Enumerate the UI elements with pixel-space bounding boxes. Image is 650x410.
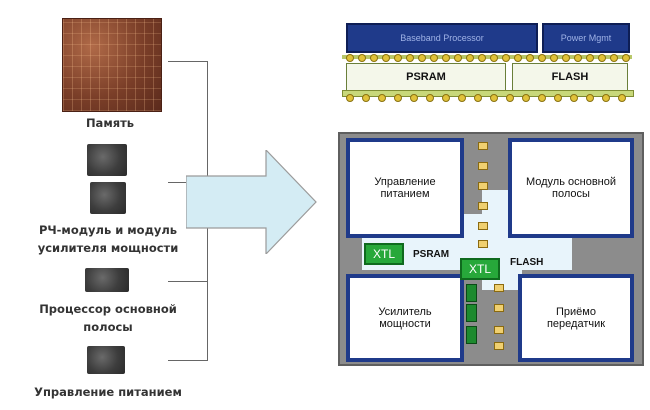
solder-ball — [346, 54, 354, 62]
module-flash-label: FLASH — [510, 257, 544, 268]
rf-caption-line1: РЧ-модуль и модуль — [38, 223, 178, 237]
solder-ball — [526, 54, 534, 62]
solder-ball — [474, 94, 482, 102]
solder-ball — [454, 54, 462, 62]
solder-ball — [562, 54, 570, 62]
baseband-caption-line1: Процессор основной — [39, 302, 177, 316]
solder-ball — [478, 54, 486, 62]
power-amplifier-block: Усилитель мощности — [346, 274, 464, 362]
power-amplifier-line2: мощности — [379, 318, 431, 330]
solder-ball — [506, 94, 514, 102]
solder-ball — [490, 54, 498, 62]
filter-component-1 — [466, 284, 477, 302]
solder-ball — [538, 54, 546, 62]
memory-caption: Память — [85, 116, 135, 130]
solder-ball — [622, 54, 630, 62]
solder-ball — [418, 54, 426, 62]
solder-ball — [394, 94, 402, 102]
solder-ball — [602, 94, 610, 102]
power-management-line2: питанием — [380, 188, 430, 200]
solder-ball — [570, 94, 578, 102]
baseband-caption-line2: полосы — [83, 320, 133, 334]
rf-chip-image-top — [87, 144, 127, 176]
capacitor-component — [494, 342, 504, 350]
memory-die-image — [62, 18, 162, 112]
solder-ball — [430, 54, 438, 62]
solder-ball — [346, 94, 354, 102]
connector-memory — [168, 61, 208, 62]
transceiver-line2: передатчик — [546, 318, 606, 330]
filter-component-3 — [466, 326, 477, 344]
power-mgmt-die: Power Mgmt — [542, 23, 630, 53]
capacitor-component — [478, 142, 488, 150]
power-caption: Управление питанием — [34, 385, 182, 399]
solder-ball — [458, 94, 466, 102]
solder-ball — [362, 94, 370, 102]
baseband-module-line1: Модуль основной — [525, 176, 617, 188]
right-arrow-icon — [186, 150, 317, 254]
solder-ball — [410, 94, 418, 102]
capacitor-component — [478, 162, 488, 170]
solder-ball — [538, 94, 546, 102]
capacitor-component — [478, 222, 488, 230]
solder-ball — [574, 54, 582, 62]
solder-ball — [442, 54, 450, 62]
capacitor-component — [478, 240, 488, 248]
capacitor-component — [478, 182, 488, 190]
baseband-module-block: Модуль основной полосы — [508, 138, 634, 238]
power-mgmt-label: Power Mgmt — [560, 33, 612, 43]
connector-baseband — [168, 281, 208, 282]
package-interposer — [342, 55, 632, 59]
filter-component-2 — [466, 304, 477, 322]
solder-ball — [586, 94, 594, 102]
solder-ball — [618, 94, 626, 102]
solder-ball — [442, 94, 450, 102]
power-amplifier-line1: Усилитель — [378, 306, 432, 318]
solder-ball — [522, 94, 530, 102]
connector-power — [168, 360, 208, 361]
solder-ball — [490, 94, 498, 102]
baseband-processor-label: Baseband Processor — [400, 33, 484, 43]
solder-ball — [610, 54, 618, 62]
psram-label: PSRAM — [406, 71, 446, 83]
solder-ball — [598, 54, 606, 62]
package-substrate — [342, 90, 634, 97]
solder-ball — [554, 94, 562, 102]
baseband-processor-die: Baseband Processor — [346, 23, 538, 53]
solder-ball — [550, 54, 558, 62]
solder-ball — [394, 54, 402, 62]
solder-ball — [406, 54, 414, 62]
crystal-oscillator-left: XTL — [364, 243, 404, 265]
capacitor-component — [494, 284, 504, 292]
flash-die: FLASH — [512, 63, 628, 91]
baseband-module-line2: полосы — [552, 188, 590, 200]
solder-ball — [466, 54, 474, 62]
solder-ball — [586, 54, 594, 62]
capacitor-component — [478, 202, 488, 210]
solder-ball — [378, 94, 386, 102]
module-psram-label: PSRAM — [413, 249, 450, 260]
capacitor-component — [494, 304, 504, 312]
capacitor-component — [494, 326, 504, 334]
solder-ball — [382, 54, 390, 62]
flash-label: FLASH — [551, 71, 589, 83]
solder-ball — [370, 54, 378, 62]
transceiver-block: Приёмо передатчик — [518, 274, 634, 362]
transceiver-line1: Приёмо — [556, 306, 596, 318]
power-chip-image — [87, 346, 125, 374]
power-management-line1: Управление — [374, 176, 436, 188]
solder-ball — [514, 54, 522, 62]
power-management-block: Управление питанием — [346, 138, 464, 238]
crystal-oscillator-center: XTL — [460, 258, 500, 280]
baseband-chip-image — [85, 268, 129, 292]
psram-die: PSRAM — [346, 63, 506, 91]
rf-caption-line2: усилителя мощности — [37, 241, 179, 255]
rf-chip-image-bottom — [90, 182, 126, 214]
solder-ball — [358, 54, 366, 62]
solder-ball — [502, 54, 510, 62]
solder-ball — [426, 94, 434, 102]
